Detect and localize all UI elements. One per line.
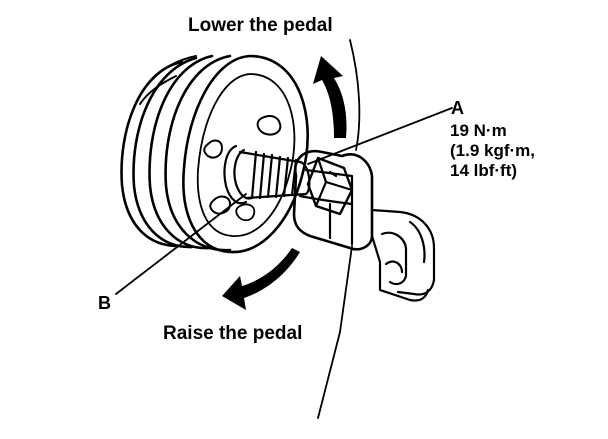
threaded-shaft [223,144,311,205]
pedal-disc [120,54,309,254]
lower-pedal-label: Lower the pedal [188,15,333,36]
torque-line-kgfm: (1.9 kgf·m, [450,141,536,160]
torque-spec: 19 N·m (1.9 kgf·m, 14 lbf·ft) [450,121,535,181]
leader-line-a [307,107,453,165]
torque-line-nm: 19 N·m [450,121,507,140]
raise-pedal-label: Raise the pedal [163,323,303,344]
torque-line-lbfft: 14 lbf·ft) [450,161,518,180]
lock-nut [306,156,354,216]
arrow-raise-pedal-icon [222,248,300,310]
arrow-lower-pedal-icon [313,56,347,138]
callout-b-label: B [98,293,111,313]
leader-lines [115,39,453,419]
callout-a-label: A [451,98,464,118]
leader-line-upper [349,39,361,151]
rotation-arrows [222,56,347,310]
leader-line-pedal [317,245,353,419]
clevis-bracket [292,149,436,302]
leader-line-b [115,193,247,295]
